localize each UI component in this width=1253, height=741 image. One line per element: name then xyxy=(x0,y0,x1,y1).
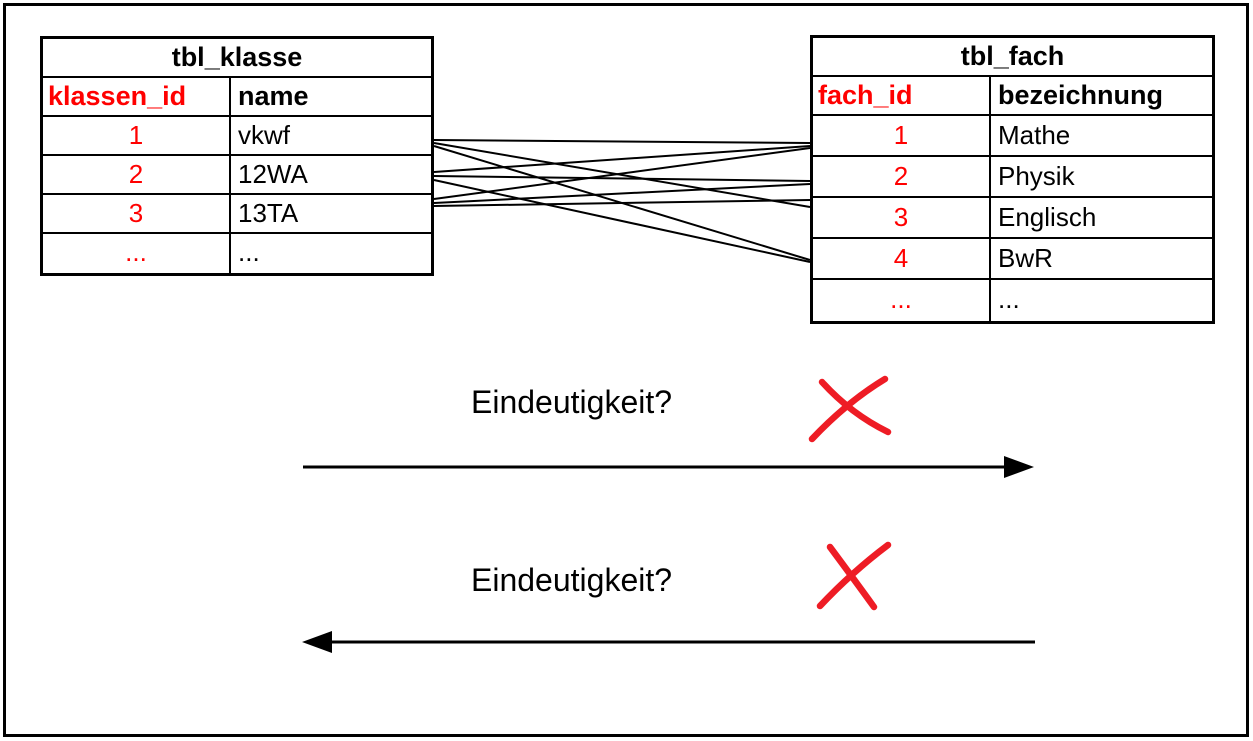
table-title-tbl-fach: tbl_fach xyxy=(813,38,1212,77)
cell-bezeichnung: Englisch xyxy=(998,202,1097,232)
table-title-tbl-klasse: tbl_klasse xyxy=(43,39,431,78)
cell-name: vkwf xyxy=(238,120,290,150)
cell-klassen-id: 3 xyxy=(43,195,231,232)
cell-bezeichnung: ... xyxy=(998,284,1020,314)
column-header-name: name xyxy=(238,81,309,111)
table-row: 4 BwR xyxy=(813,239,1212,280)
column-header-klassen-id: klassen_id xyxy=(43,78,231,115)
cell-bezeichnung: BwR xyxy=(998,243,1053,273)
cell-klassen-id: 2 xyxy=(43,156,231,193)
table-row: 3 13TA xyxy=(43,195,431,234)
table-row: 2 12WA xyxy=(43,156,431,195)
table-row: 2 Physik xyxy=(813,157,1212,198)
cell-klassen-id: ... xyxy=(43,234,231,273)
question-label-left: Eindeutigkeit? xyxy=(471,562,673,598)
table-row-ellipsis: ... ... xyxy=(43,234,431,273)
cell-name: 13TA xyxy=(238,198,299,228)
table-row: 1 Mathe xyxy=(813,116,1212,157)
cell-bezeichnung: Mathe xyxy=(998,120,1071,150)
table-header-row: klassen_id name xyxy=(43,78,431,117)
table-tbl-klasse: tbl_klasse klassen_id name 1 vkwf 2 12WA… xyxy=(40,36,434,276)
column-header-fach-id: fach_id xyxy=(813,77,991,114)
column-header-bezeichnung: bezeichnung xyxy=(998,80,1164,110)
cell-bezeichnung: Physik xyxy=(998,161,1075,191)
question-label-right: Eindeutigkeit? xyxy=(471,384,673,420)
cell-name: 12WA xyxy=(238,159,308,189)
cell-fach-id: 4 xyxy=(813,239,991,278)
cell-name: ... xyxy=(238,237,260,267)
table-row: 3 Englisch xyxy=(813,198,1212,239)
table-row-ellipsis: ... ... xyxy=(813,280,1212,321)
cell-fach-id: 1 xyxy=(813,116,991,155)
table-tbl-fach: tbl_fach fach_id bezeichnung 1 Mathe 2 P… xyxy=(810,35,1215,324)
cell-fach-id: 3 xyxy=(813,198,991,237)
cell-fach-id: ... xyxy=(813,280,991,321)
table-row: 1 vkwf xyxy=(43,117,431,156)
cell-fach-id: 2 xyxy=(813,157,991,196)
table-header-row: fach_id bezeichnung xyxy=(813,77,1212,116)
cell-klassen-id: 1 xyxy=(43,117,231,154)
